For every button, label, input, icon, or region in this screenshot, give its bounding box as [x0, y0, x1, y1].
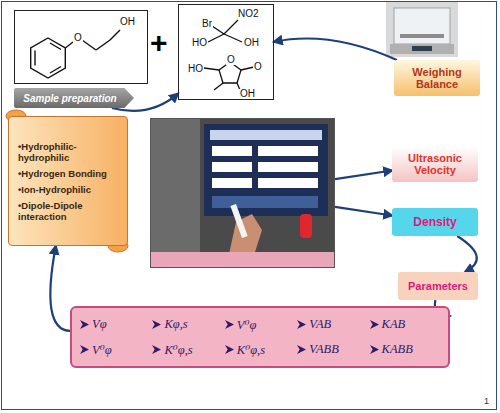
measurement-box: Ultrasonic Velocity	[392, 146, 478, 182]
parameter-symbol: VABB	[309, 342, 339, 357]
bullet-arrow-shape	[80, 345, 89, 354]
parameter-item: Vφ	[80, 317, 150, 332]
parameter-band: VφKφ,sV⁰φVABKABV⁰φK⁰φ,sK⁰φ,sVABBKABB	[70, 306, 450, 368]
atom-label: O	[253, 62, 263, 72]
atom-label: HO	[187, 64, 204, 74]
parameter-item: K⁰φ,s	[152, 342, 222, 358]
bullet-arrow-shape	[152, 345, 161, 354]
parameter-symbol: KABB	[382, 342, 413, 357]
atom-label: O	[73, 33, 83, 43]
parameter-symbol: KAB	[382, 317, 406, 332]
flow-arrow	[335, 207, 392, 216]
bullet-arrow	[297, 320, 306, 329]
bullet-arrow	[225, 345, 234, 354]
parameter-item: VAB	[297, 317, 367, 332]
parameter-item: KABB	[370, 342, 440, 357]
parameter-item: V⁰φ	[80, 342, 150, 358]
process-box: Parameters	[398, 272, 478, 300]
node-text: Sample preparation	[23, 93, 116, 104]
bullet-arrow	[152, 320, 161, 329]
node-text: Density	[413, 215, 456, 229]
page-number: 1	[484, 396, 489, 406]
atom-label: OH	[243, 38, 260, 48]
bullet-arrow	[370, 320, 379, 329]
parameter-symbol: Kφ,s	[164, 317, 187, 332]
step-banner: Sample preparation	[14, 88, 134, 108]
interaction-item: •Dipole-Dipole interaction	[18, 200, 121, 222]
parameter-symbol: Vφ	[92, 317, 107, 332]
node-text: Weighing Balance	[396, 66, 478, 90]
node-text: Ultrasonic Velocity	[394, 152, 476, 176]
equipment-label: Weighing Balance	[394, 60, 480, 96]
phenoxyethanol-structure	[31, 30, 120, 78]
bullet-arrow	[297, 345, 306, 354]
parameter-item: V⁰φ	[225, 317, 295, 333]
node-text: Parameters	[408, 280, 468, 292]
bullet-arrow-shape	[370, 320, 379, 329]
flow-arrow	[274, 38, 397, 60]
bullet-arrow-shape	[297, 345, 306, 354]
atom-label: Br	[201, 19, 213, 29]
parameter-symbol: VAB	[309, 317, 331, 332]
bullet-arrow-shape	[225, 345, 234, 354]
bullet-arrow-shape	[370, 345, 379, 354]
plus-sign: +	[150, 26, 168, 60]
instrument-box	[150, 118, 335, 268]
structure-box: HO Br NO2OH HO O O OH	[178, 4, 274, 100]
parameter-symbol: K⁰φ,s	[164, 342, 192, 358]
parameter-item: VABB	[297, 342, 367, 357]
bullet-arrow-shape	[225, 320, 234, 329]
bullet-arrow-shape	[80, 320, 89, 329]
parameter-symbol: V⁰φ	[92, 342, 112, 358]
atom-label: OH	[239, 89, 256, 99]
flow-arrow	[335, 170, 392, 179]
flow-arrow	[457, 236, 477, 272]
bullet-arrow	[80, 320, 89, 329]
atom-label: O	[226, 55, 236, 65]
bullet-arrow	[370, 345, 379, 354]
interaction-item: •Hydrogen Bonding	[18, 168, 107, 179]
bullet-arrow-shape	[297, 320, 306, 329]
interaction-scroll: •Hydrophilic-hydrophilic •Hydrogen Bondin…	[8, 116, 128, 246]
measurement-box: Density	[392, 208, 478, 236]
bullet-arrow-shape	[152, 320, 161, 329]
bullet-arrow	[225, 320, 234, 329]
parameter-item: KAB	[370, 317, 440, 332]
interaction-item: •Hydrophilic-hydrophilic	[18, 141, 121, 163]
parameter-item: Kφ,s	[152, 317, 222, 332]
parameter-item: K⁰φ,s	[225, 342, 295, 358]
flow-arrow	[50, 246, 70, 331]
atom-label: OH	[119, 17, 136, 27]
balance-photo	[386, 2, 458, 57]
bullet-arrow	[80, 345, 89, 354]
structure-box: O OH	[14, 10, 148, 84]
atom-label: HO	[191, 38, 208, 48]
additive-structures	[204, 20, 254, 90]
bullet-arrow	[152, 345, 161, 354]
instrument-photo	[150, 118, 335, 268]
interaction-item: •Ion-Hydrophilic	[18, 184, 91, 195]
parameter-symbol: K⁰φ,s	[237, 342, 265, 358]
atom-label: NO2	[237, 9, 260, 19]
scroll-curls	[6, 110, 128, 252]
parameter-symbol: V⁰φ	[237, 317, 257, 333]
